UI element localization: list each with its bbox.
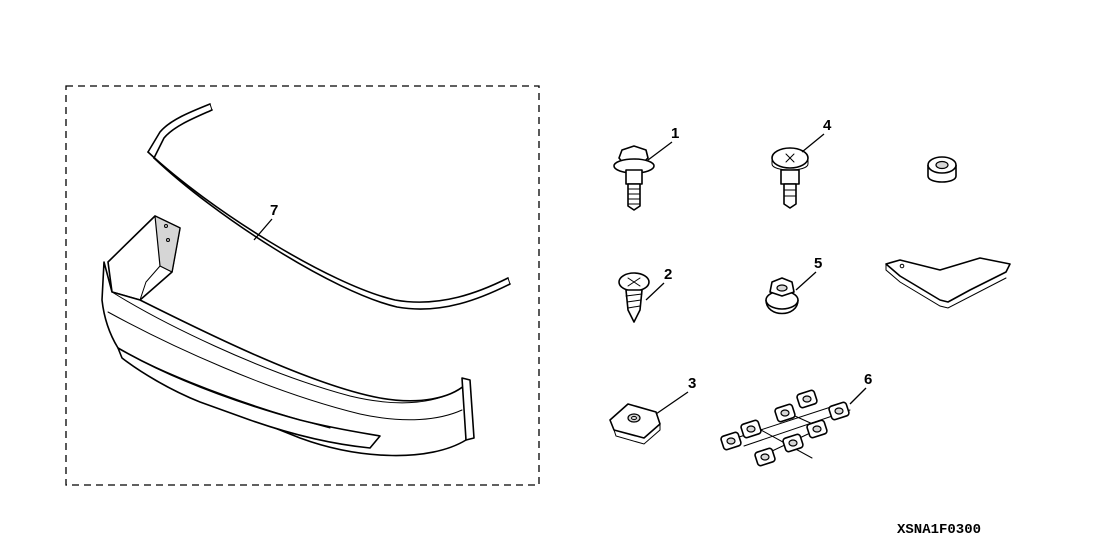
flange-nut[interactable] [765,277,799,315]
u-nut-clip[interactable] [609,403,661,445]
callout-4: 4 [823,117,832,134]
callout-7: 7 [270,202,278,219]
callout-1: 1 [671,125,679,142]
drawing-code: XSNA1F0300 [897,522,981,538]
leader-3 [655,391,689,415]
leader-4 [801,133,825,153]
leader-2 [645,282,665,301]
trim-molding-strip[interactable] [147,103,511,310]
clip-set[interactable] [720,389,851,467]
leader-7 [253,218,273,241]
flange-bolt[interactable] [613,145,655,211]
mounting-bracket[interactable] [885,257,1011,309]
callout-2: 2 [664,266,672,283]
leader-5 [795,271,817,291]
cross-head-screw[interactable] [771,147,809,209]
leader-6 [849,387,867,405]
callout-6: 6 [864,371,872,388]
callout-5: 5 [814,255,822,272]
rear-bumper-spoiler[interactable] [101,215,475,457]
leader-1 [647,141,673,161]
assembly-group-boundary [65,85,540,486]
rubber-grommet[interactable] [927,156,957,183]
tapping-screw[interactable] [618,272,650,323]
callout-3: 3 [688,375,696,392]
